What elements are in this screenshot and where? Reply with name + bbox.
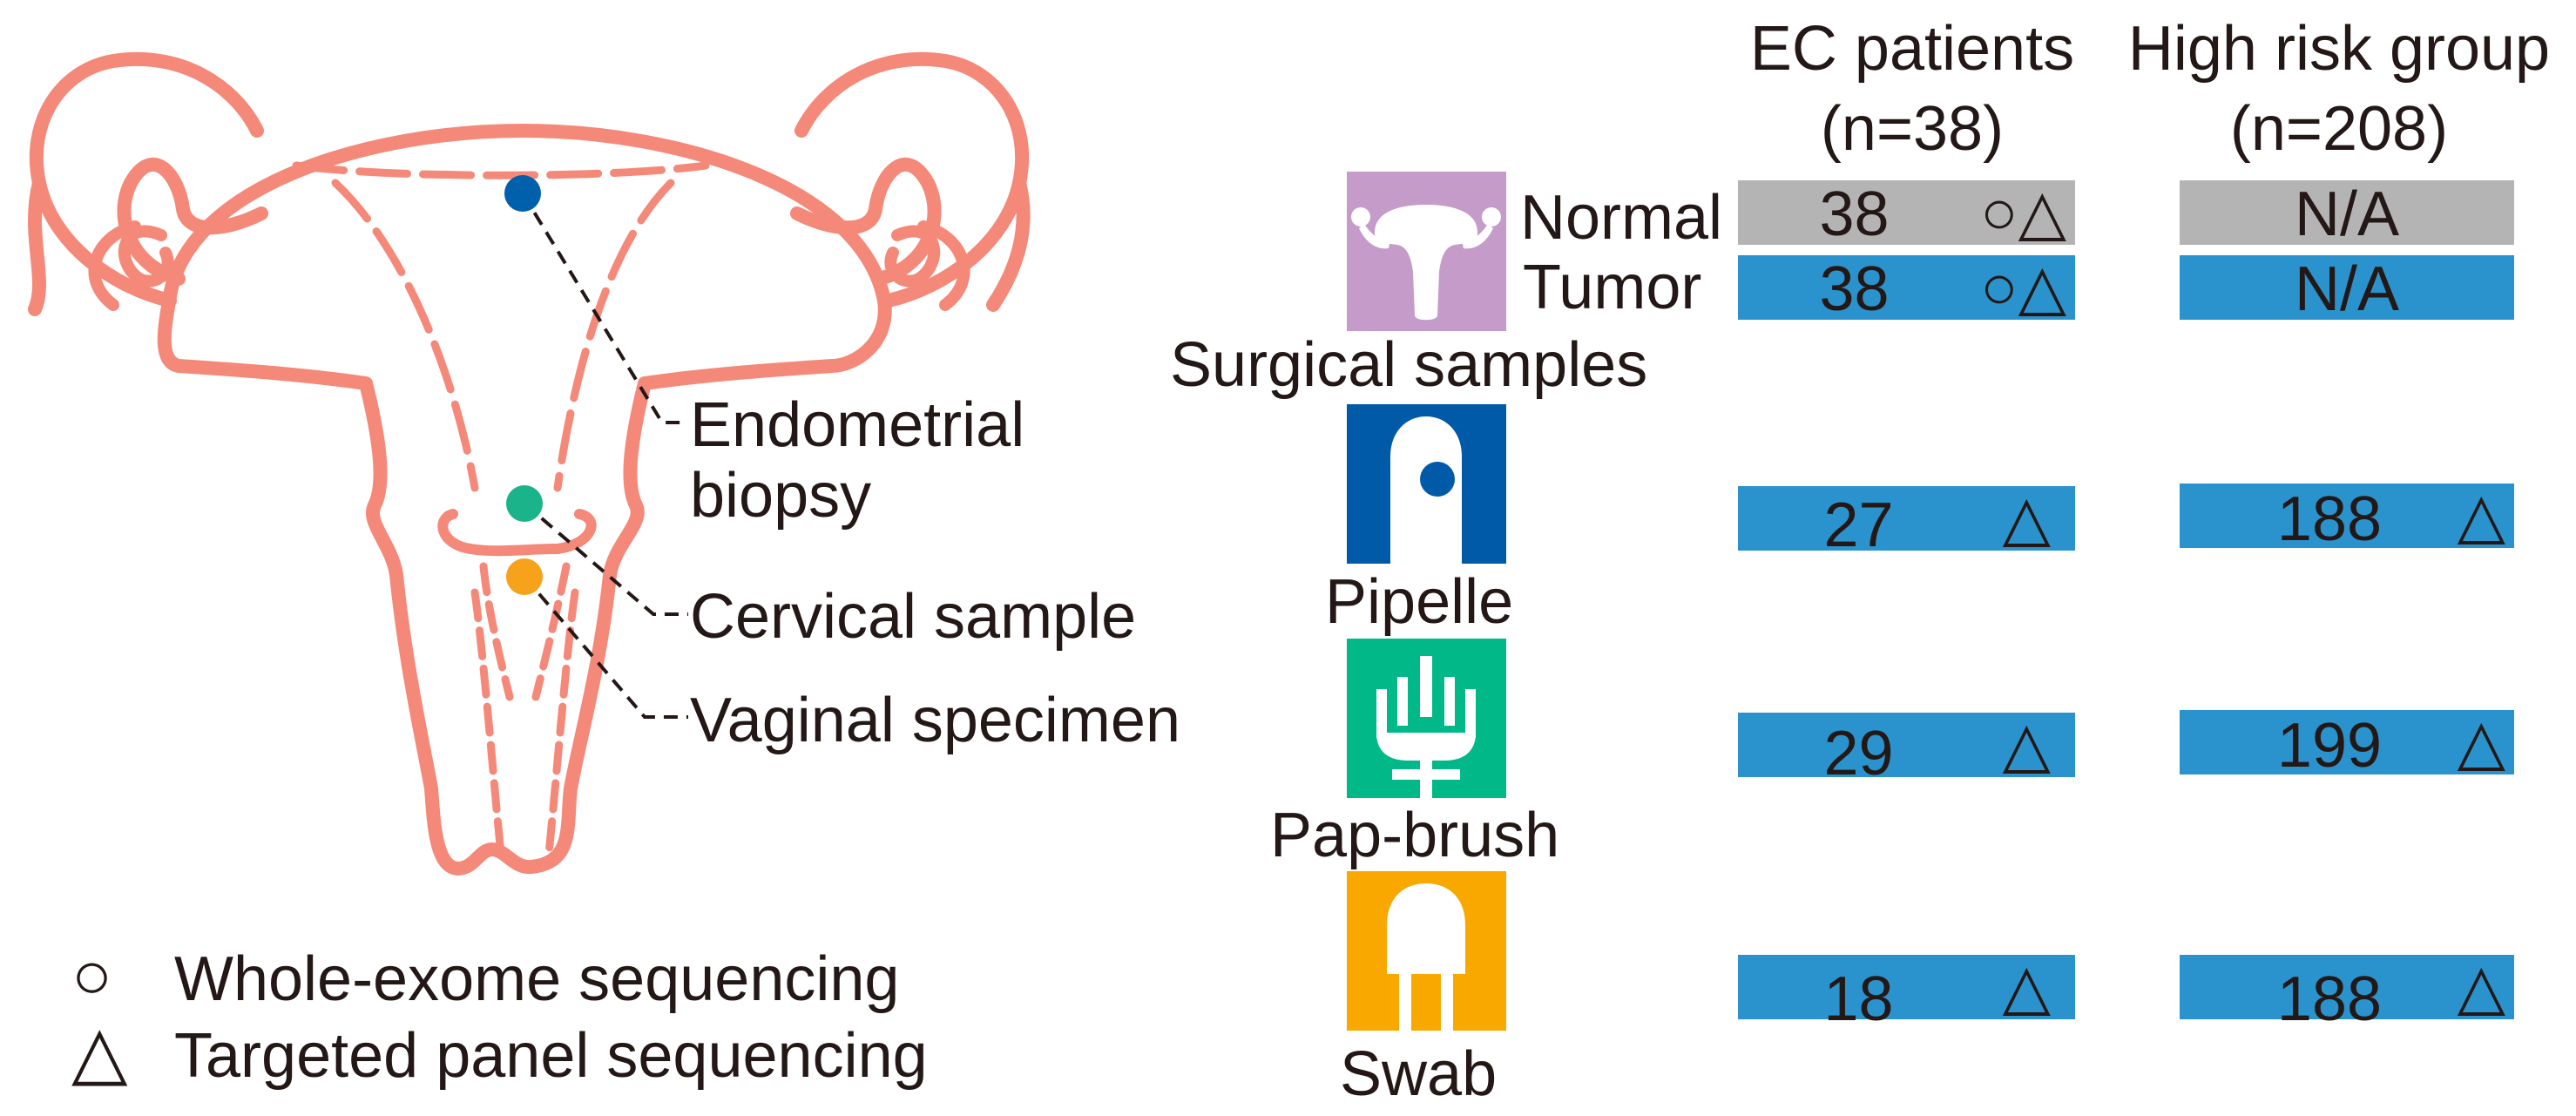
pipelle-title: Pipelle — [1325, 567, 1514, 637]
hr-pipelle-cell: 188 △ — [2180, 481, 2514, 554]
ec-papbrush-cell: 29 △ — [1738, 710, 2075, 786]
ec-swab-value: 18 — [1823, 964, 1894, 1034]
ec-header-line1: EC patients — [1749, 14, 2075, 84]
papbrush-icon-tile — [1347, 639, 1506, 798]
swab-title: Swab — [1340, 1039, 1498, 1109]
hr-header-line2: (n=208) — [2229, 94, 2449, 164]
swab-icon-tile — [1347, 871, 1506, 1031]
pipelle-icon-tile — [1347, 404, 1506, 564]
surgical-title: Surgical samples — [1170, 330, 1648, 400]
right-ovary — [884, 225, 941, 287]
surgical-icon — [1347, 172, 1506, 331]
ec-papbrush-value: 29 — [1823, 719, 1894, 788]
hr-swab-cell: 188 △ — [2180, 952, 2514, 1031]
vaginal-leader — [523, 575, 688, 719]
left-tube — [117, 158, 268, 286]
cavity-right — [553, 179, 675, 492]
ec-header-line2: (n=38) — [1820, 94, 2005, 164]
ec-papbrush-symbols: △ — [2002, 710, 2051, 780]
uterus-illustration — [28, 51, 1031, 876]
swab-icon — [1387, 883, 1465, 1031]
legend-circle-symbol: ○ — [71, 937, 113, 1013]
hr-normal-value: N/A — [2294, 179, 2400, 249]
papbrush-title: Pap-brush — [1270, 801, 1560, 870]
left-ovary — [118, 225, 174, 287]
legend-triangle-symbol: △ — [71, 1011, 128, 1092]
ec-normal-value: 38 — [1819, 179, 1890, 249]
vaginal-label: Vaginal specimen — [690, 686, 1180, 755]
ec-normal-symbols: ○△ — [1980, 178, 2066, 247]
ec-normal-cell: 38 ○△ — [1738, 178, 2075, 249]
hr-tumor-value: N/A — [2294, 254, 2400, 324]
hr-papbrush-symbols: △ — [2457, 707, 2505, 777]
endometrial-leader — [521, 192, 688, 424]
ec-swab-cell: 18 △ — [1738, 952, 2075, 1031]
cervical-label: Cervical sample — [690, 582, 1137, 652]
legend-tps-label: Targeted panel sequencing — [174, 1021, 928, 1091]
legend-wes-label: Whole-exome sequencing — [174, 944, 900, 1014]
endometrial-label-line2: biopsy — [690, 461, 872, 531]
hr-swab-value: 188 — [2276, 964, 2383, 1034]
ec-pipelle-cell: 27 △ — [1738, 484, 2075, 558]
cervix — [437, 509, 597, 557]
endometrial-dot — [504, 175, 541, 212]
cavity-top — [292, 161, 710, 179]
hr-pipelle-value: 188 — [2276, 484, 2383, 554]
left-horn — [29, 51, 264, 308]
ec-pipelle-symbols: △ — [2002, 484, 2051, 553]
hr-tumor-cell: N/A — [2180, 254, 2514, 324]
normal-row-label: Normal — [1520, 183, 1723, 253]
hr-normal-cell: N/A — [2180, 179, 2514, 249]
hr-papbrush-cell: 199 △ — [2180, 707, 2514, 778]
hr-swab-symbols: △ — [2457, 952, 2505, 1022]
cervical-leader — [523, 502, 688, 616]
brush-icon — [1376, 656, 1476, 798]
pipelle-icon — [1390, 416, 1462, 564]
ec-tumor-cell: 38 ○△ — [1738, 253, 2075, 324]
uterus-outline — [157, 124, 892, 876]
right-horn — [794, 51, 1030, 308]
hr-papbrush-value: 199 — [2276, 711, 2383, 781]
tumor-row-label: Tumor — [1523, 253, 1702, 322]
endometrial-label-line1: Endometrial — [690, 390, 1025, 460]
hr-pipelle-symbols: △ — [2457, 481, 2505, 551]
ec-pipelle-value: 27 — [1823, 490, 1894, 560]
uterus-icon — [1351, 205, 1501, 321]
ec-tumor-symbols: ○△ — [1980, 253, 2066, 322]
ec-swab-symbols: △ — [2002, 952, 2051, 1022]
vaginal-dot — [506, 558, 543, 595]
ec-tumor-value: 38 — [1819, 254, 1890, 324]
hr-header-line1: High risk group — [2127, 14, 2551, 84]
cervical-dot — [506, 485, 543, 522]
cavity-left — [331, 179, 479, 492]
